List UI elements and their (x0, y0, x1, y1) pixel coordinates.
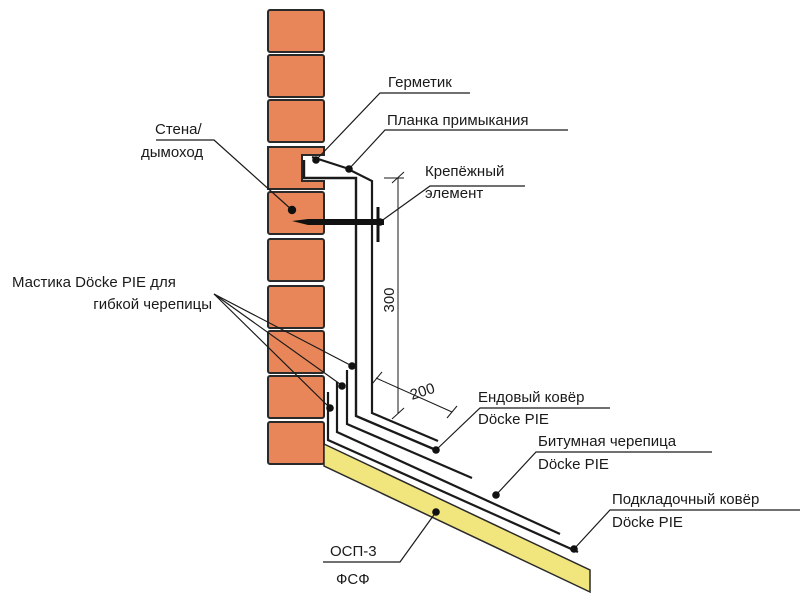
label-mastic-line2: гибкой черепицы (93, 296, 212, 313)
brick (267, 9, 325, 53)
brick (267, 421, 325, 465)
flashing-strip (302, 160, 437, 452)
shingles-dot (492, 491, 500, 499)
label-valley-line2: Döcke PIE (478, 411, 549, 428)
underlay-dot (570, 545, 578, 553)
label-fastener-line1: Крепёжный (425, 163, 504, 180)
brick (267, 238, 325, 282)
dimension-vertical-label: 300 (381, 287, 398, 312)
brick (267, 285, 325, 329)
osb-dot (432, 508, 440, 516)
flashing-dot (345, 165, 353, 173)
dimension-horizontal-label: 200 (408, 380, 437, 404)
brick (267, 99, 325, 143)
mastic-dot (338, 382, 346, 390)
label-sealant: Герметик (388, 74, 452, 91)
leader-lines (156, 92, 800, 563)
labels: Герметик Планка примыкания Стена/ дымохо… (12, 74, 759, 588)
label-underlay-line1: Подкладочный ковёр (612, 491, 759, 508)
fastener-dot (376, 218, 384, 226)
label-wall-line2: дымоход (141, 144, 203, 161)
sealant-dot (312, 156, 320, 164)
fastener-screw (292, 219, 384, 225)
brick (267, 54, 325, 98)
label-flashing-strip: Планка примыкания (387, 112, 529, 129)
mastic-dot (326, 404, 334, 412)
label-shingles-line2: Döcke PIE (538, 456, 609, 473)
brick-with-groove (267, 146, 325, 190)
shingles-layer (335, 382, 561, 536)
brick (267, 191, 325, 235)
mastic-dot (348, 362, 356, 370)
label-mastic-line1: Мастика Döcke PIE для (12, 274, 176, 291)
label-wall-line1: Стена/ (155, 121, 203, 138)
osb-board (323, 442, 591, 594)
valley-carpet-layer (345, 370, 473, 480)
label-osb-line1: ОСП-3 (330, 543, 377, 560)
dimension-lines (371, 171, 458, 420)
label-valley-line1: Ендовый ковёр (478, 389, 584, 406)
label-osb-line2: ФСФ (336, 571, 370, 588)
brick (267, 375, 325, 419)
label-underlay-line2: Döcke PIE (612, 514, 683, 531)
wall-dot (287, 205, 297, 215)
flashing-strip-outer (311, 155, 439, 443)
marker-dots (287, 156, 578, 553)
label-fastener-line2: элемент (425, 185, 483, 202)
label-shingles-line1: Битумная черепица (538, 433, 677, 450)
valley-dot (432, 446, 440, 454)
brick-wall (267, 9, 325, 465)
